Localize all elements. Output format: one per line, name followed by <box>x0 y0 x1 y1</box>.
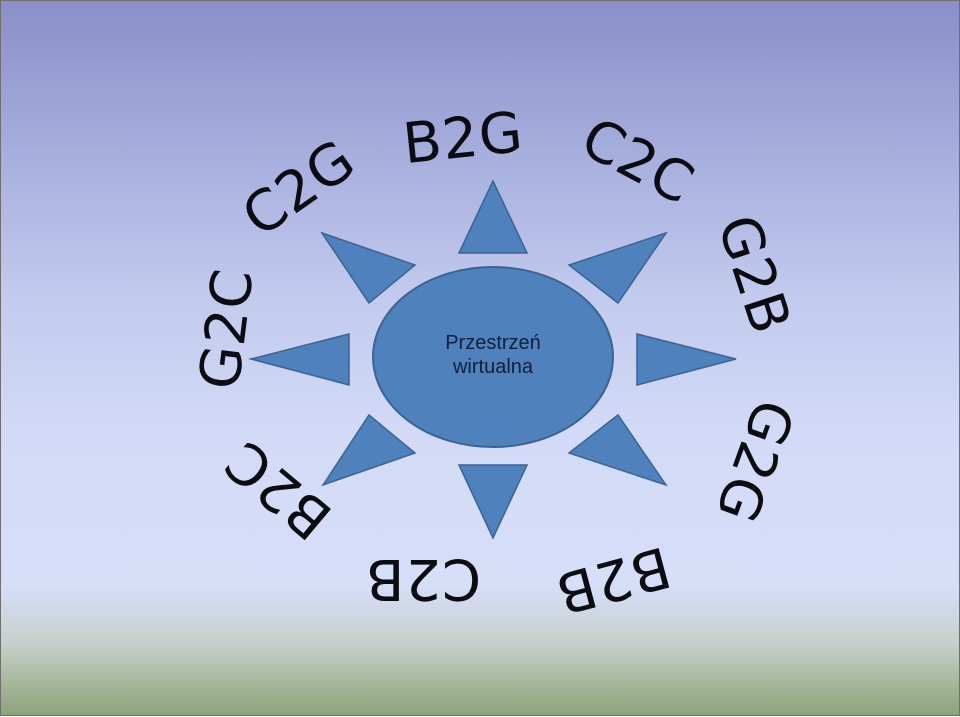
ray-top-right <box>567 231 668 305</box>
ray-top-left <box>320 231 417 305</box>
label-c2b: C2B <box>365 546 482 611</box>
ray-bottom-right <box>567 413 668 487</box>
center-label-line2: wirtualna <box>452 356 534 378</box>
ray-left <box>248 333 350 386</box>
center-label-line1: Przestrzeń <box>445 332 541 354</box>
ray-right <box>636 333 737 386</box>
ray-bottom <box>457 464 529 540</box>
label-b2g: B2G <box>399 99 527 178</box>
ray-top <box>457 179 529 254</box>
label-g2c: G2C <box>187 264 267 394</box>
ray-bottom-left <box>321 413 417 487</box>
center-label: Przestrzeń wirtualna <box>393 331 593 379</box>
center-ellipse <box>372 266 614 448</box>
